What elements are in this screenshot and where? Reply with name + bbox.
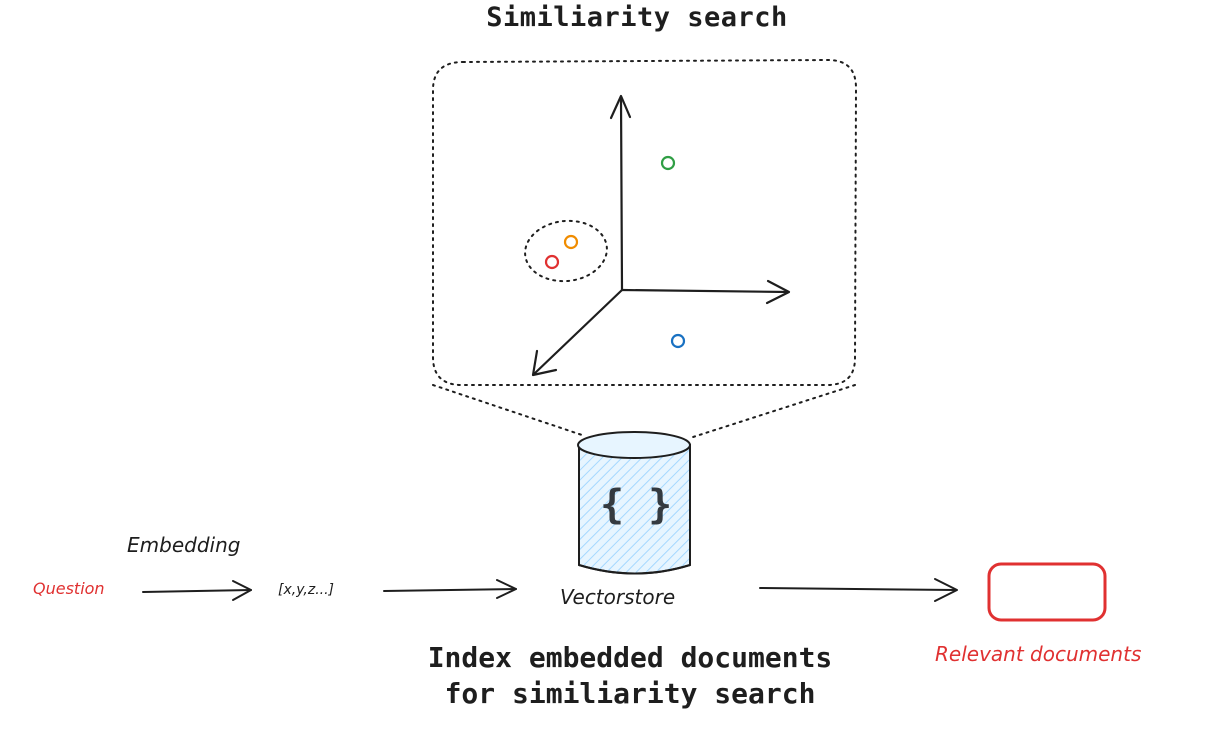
embedding-label: Embedding: [127, 533, 241, 557]
relevant-documents-box: [987, 562, 1107, 622]
y-axis-arrowhead: [609, 94, 632, 120]
diagram-title: Similiarity search: [486, 2, 788, 33]
axes: [531, 94, 791, 377]
zoom-box: [432, 58, 858, 386]
arrow-vector-to-store: [383, 588, 517, 592]
json-braces-icon: { }: [600, 482, 673, 528]
vectorstore-cylinder: [577, 431, 691, 575]
vector-label: [x,y,z...]: [278, 582, 335, 598]
caption-line-2: for similiarity search: [444, 677, 816, 710]
x-axis-arrowhead: [765, 279, 791, 305]
relevant-documents-label: Relevant documents: [935, 642, 1142, 666]
caption: Index embedded documents for similiarity…: [330, 640, 930, 712]
zoom-line-right: [689, 384, 856, 439]
vectorstore-label: Vectorstore: [560, 585, 676, 609]
orange-point: [563, 234, 579, 250]
z-axis: [532, 288, 624, 376]
blue-point: [670, 333, 686, 349]
flow-arrows: [142, 578, 958, 602]
arrow-question-to-vector: [142, 589, 252, 593]
arrow-store-to-documents: [759, 587, 957, 591]
z-axis-arrowhead: [531, 349, 558, 377]
zoom-frame: [432, 58, 858, 439]
y-axis: [619, 95, 624, 292]
cluster-outline: [524, 219, 608, 283]
caption-line-1: Index embedded documents: [427, 641, 833, 674]
x-axis: [620, 288, 790, 294]
question-label: Question: [33, 579, 105, 598]
points: [544, 155, 686, 349]
red-point: [544, 254, 560, 270]
arrow-vector-to-store-head: [496, 579, 517, 599]
arrow-question-to-vector-head: [232, 580, 252, 601]
green-point: [660, 155, 676, 171]
zoom-line-left: [432, 384, 583, 436]
arrow-store-to-documents-head: [934, 578, 958, 602]
